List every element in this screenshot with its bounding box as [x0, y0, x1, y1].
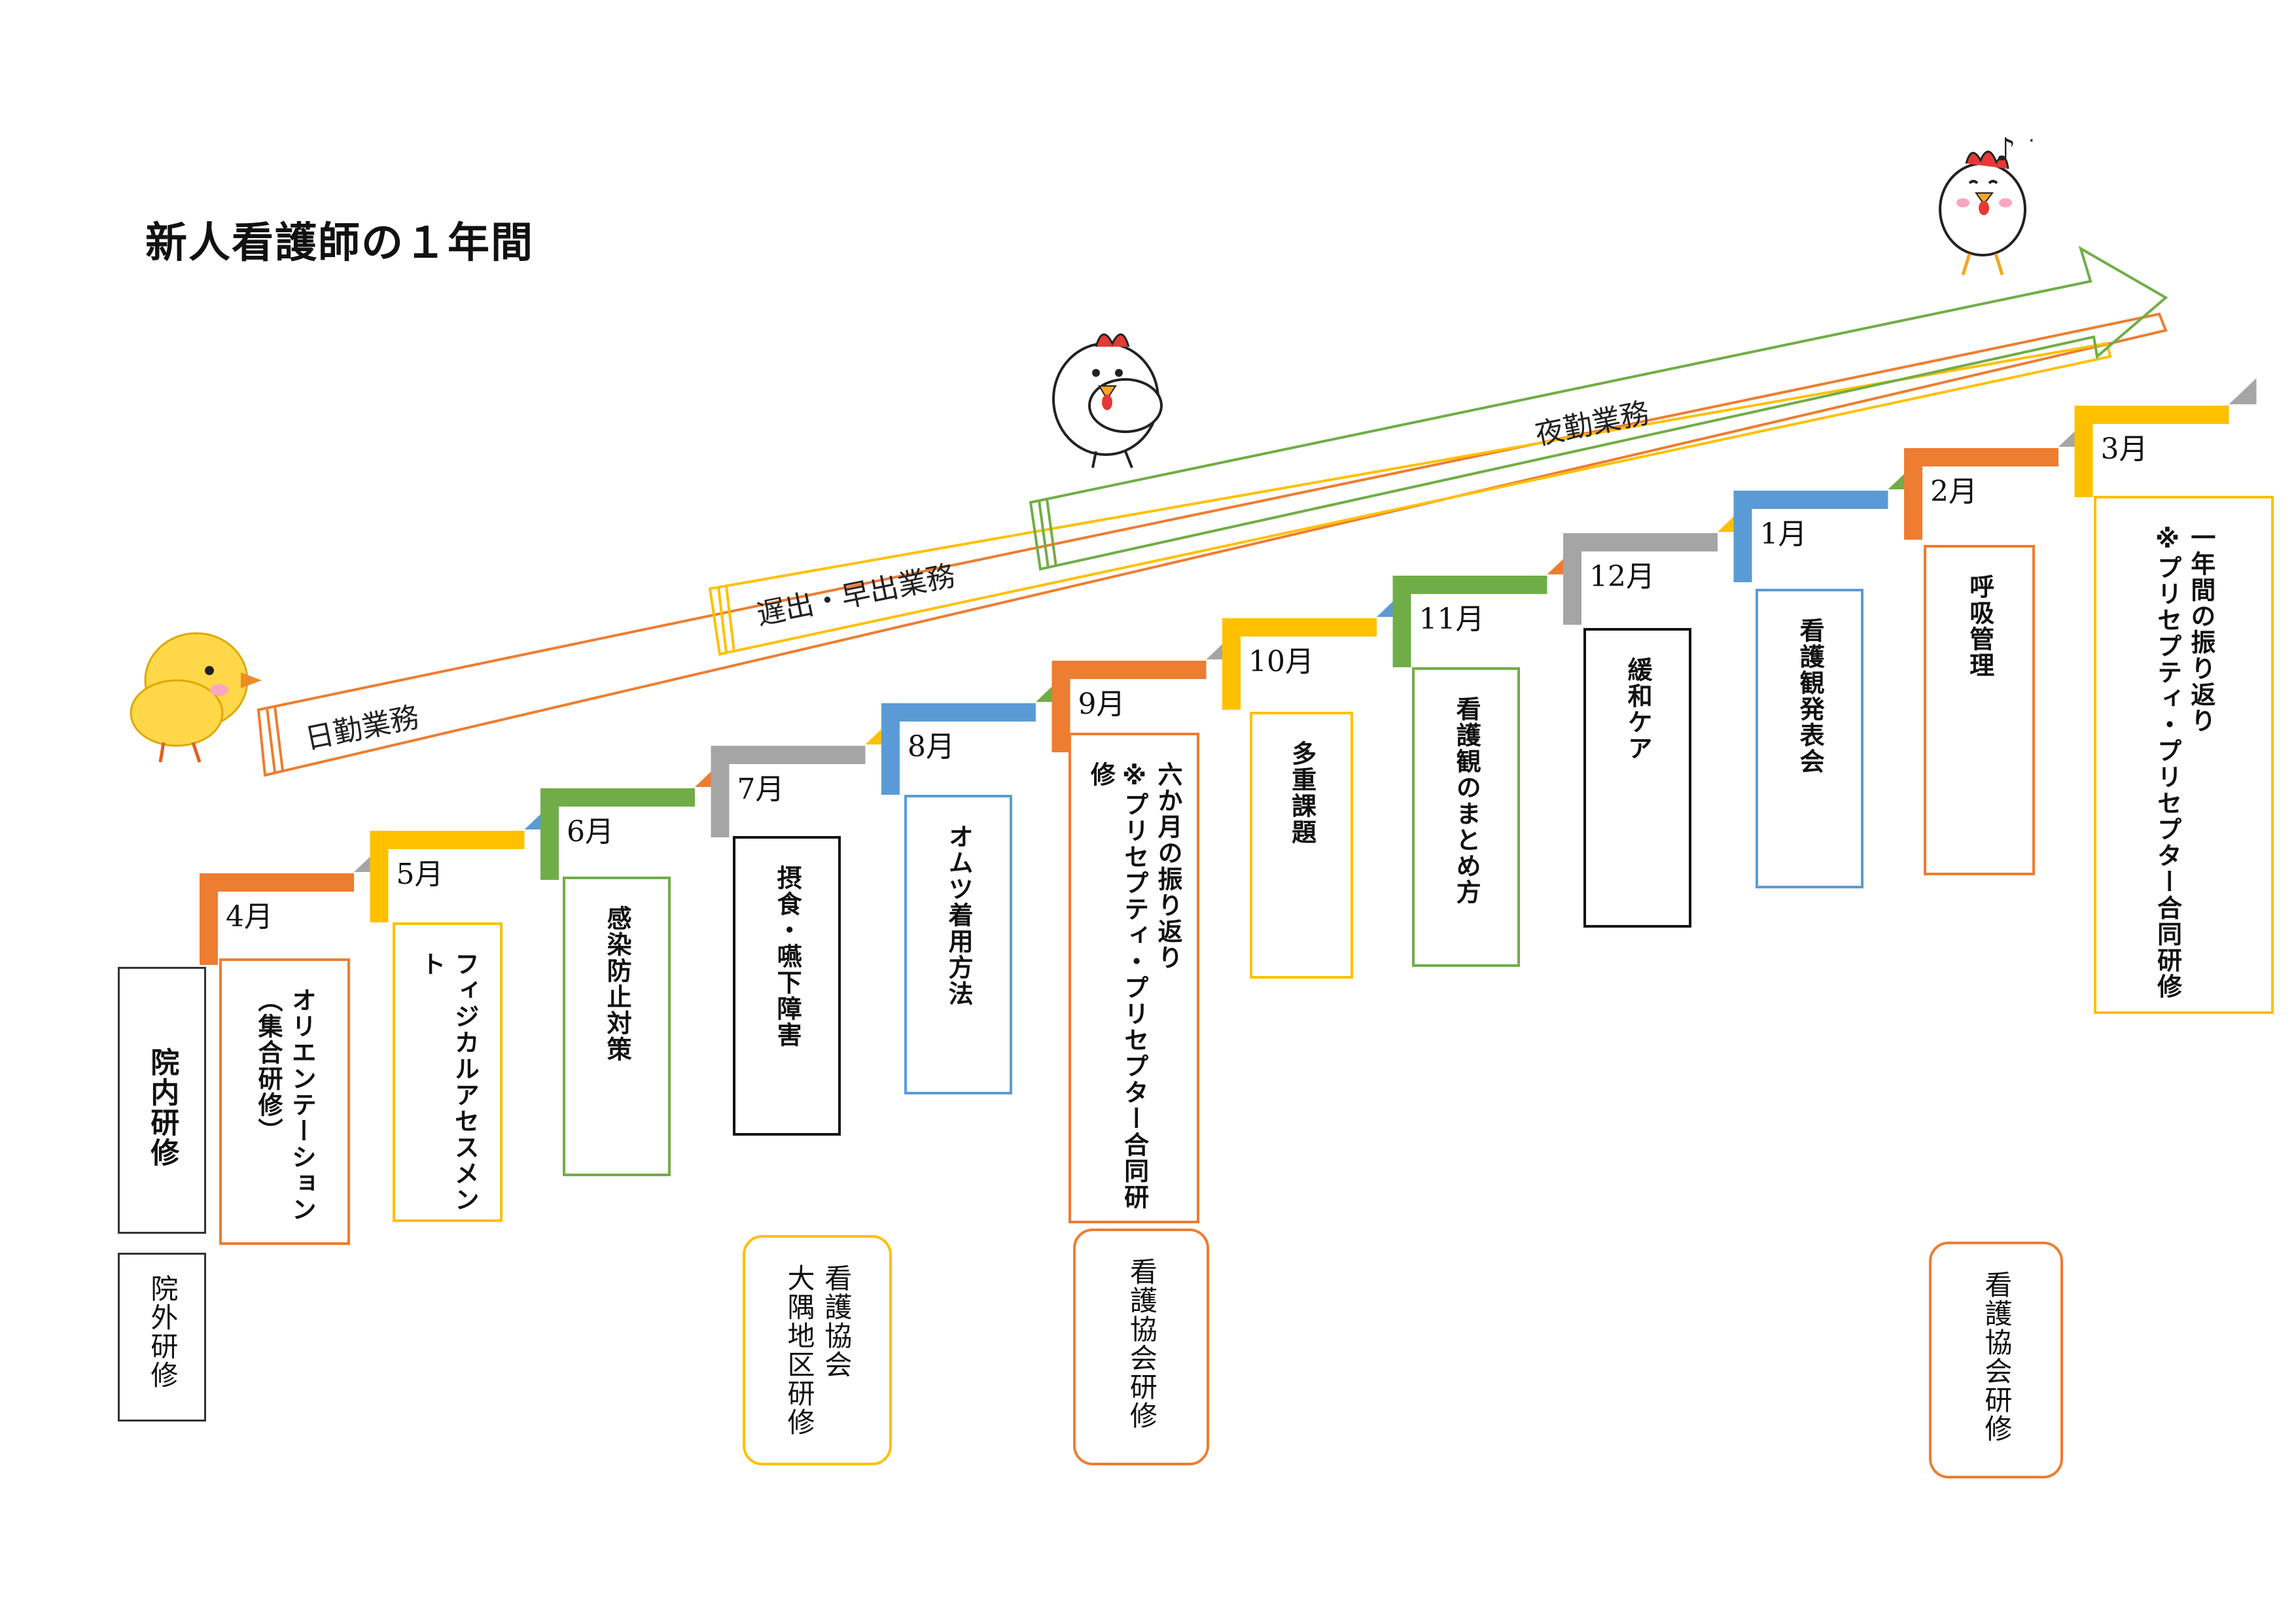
topic-text: 六か月の振り返り※プリセプティ・プリセプター合同研修	[1086, 761, 1182, 1210]
month-label: 5月	[396, 858, 444, 891]
legend-outside: 院外研修	[118, 1253, 206, 1422]
step-3	[540, 788, 695, 880]
step-7	[1222, 618, 1377, 710]
month-label: 7月	[737, 773, 785, 806]
topic-text: 緩和ケア	[1623, 657, 1653, 761]
external-training-box: 看護協会大隅地区研修	[743, 1235, 892, 1465]
step-6	[1051, 661, 1207, 752]
month-steps	[200, 378, 2257, 965]
topic-text: オムツ着用方法	[944, 824, 974, 1007]
step-marker-12	[2229, 378, 2257, 404]
topic-box: 六か月の振り返り※プリセプティ・プリセプター合同研修	[1069, 733, 1199, 1223]
topic-text: 看護観発表会	[1795, 618, 1825, 775]
topic-box: 緩和ケア	[1583, 628, 1691, 928]
topic-box: 感染防止対策	[563, 877, 671, 1176]
topic-box: 摂食・嚥下障害	[733, 836, 841, 1136]
chick-icon	[130, 632, 262, 763]
step-5	[881, 703, 1036, 795]
topic-text: 看護観のまとめ方	[1452, 696, 1481, 905]
external-training-box: 看護協会研修	[1073, 1229, 1209, 1465]
topic-text: 呼吸管理	[1965, 574, 1994, 678]
month-label: 9月	[1078, 688, 1125, 721]
topic-text: 一年間の振り返り※プリセプティ・プリセプター合同研修	[2153, 525, 2216, 1000]
topic-text: フィジカルアセスメント	[417, 951, 480, 1213]
topic-box: 一年間の振り返り※プリセプティ・プリセプター合同研修	[2094, 496, 2274, 1014]
svg-text:♪: ♪	[1996, 131, 2016, 168]
topic-text: 摂食・嚥下障害	[773, 865, 802, 1048]
month-label: 12月	[1589, 560, 1655, 593]
step-1	[200, 873, 354, 965]
external-training-box: 看護協会研修	[1929, 1242, 2063, 1478]
month-label: 2月	[1930, 475, 1977, 508]
topic-text: 感染防止対策	[603, 905, 632, 1062]
step-8	[1392, 576, 1547, 667]
page-title: 新人看護師の１年間	[145, 219, 534, 268]
legend-outside-label: 院外研修	[146, 1274, 179, 1389]
night-shift-band: 夜勤業務	[1029, 245, 2168, 571]
topic-box: 多重課題	[1250, 712, 1353, 979]
topic-box: フィジカルアセスメント	[393, 922, 503, 1222]
topic-box: 看護観発表会	[1756, 589, 1863, 888]
month-label: 10月	[1248, 645, 1314, 678]
month-label: 4月	[226, 900, 273, 934]
month-label: 11月	[1419, 602, 1485, 636]
step-9	[1563, 533, 1718, 625]
external-training-text: 看護協会大隅地区研修	[783, 1264, 853, 1437]
topic-box: 看護観のまとめ方	[1412, 667, 1520, 967]
topic-box: オムツ着用方法	[904, 795, 1012, 1094]
external-training-text: 看護協会研修	[1980, 1270, 2013, 1443]
chicken-icon	[1052, 333, 1163, 468]
music-note-icon: ♪ ·	[1996, 130, 2035, 168]
topic-box: 呼吸管理	[1924, 545, 2035, 875]
month-label: 3月	[2100, 432, 2148, 466]
step-4	[711, 746, 866, 837]
legend-in-hospital-label: 院内研修	[145, 1047, 179, 1168]
rooster-icon	[1939, 150, 2026, 275]
step-2	[370, 831, 525, 922]
topic-text: 多重課題	[1287, 741, 1316, 845]
step-11	[1904, 448, 2058, 540]
month-label: 1月	[1759, 517, 1807, 551]
step-10	[1733, 491, 1888, 582]
step-12	[2074, 406, 2229, 497]
topic-box: オリエンテーション（集合研修）	[219, 958, 350, 1245]
svg-text:·: ·	[2028, 130, 2035, 152]
legend-in-hospital: 院内研修	[118, 967, 206, 1234]
night-shift-label: 夜勤業務	[1532, 396, 1652, 452]
topic-text: オリエンテーション（集合研修）	[254, 987, 317, 1223]
day-shift-label: 日勤業務	[302, 701, 422, 756]
external-training-text: 看護協会研修	[1125, 1257, 1158, 1430]
month-label: 8月	[908, 730, 955, 763]
month-label: 6月	[567, 815, 614, 848]
